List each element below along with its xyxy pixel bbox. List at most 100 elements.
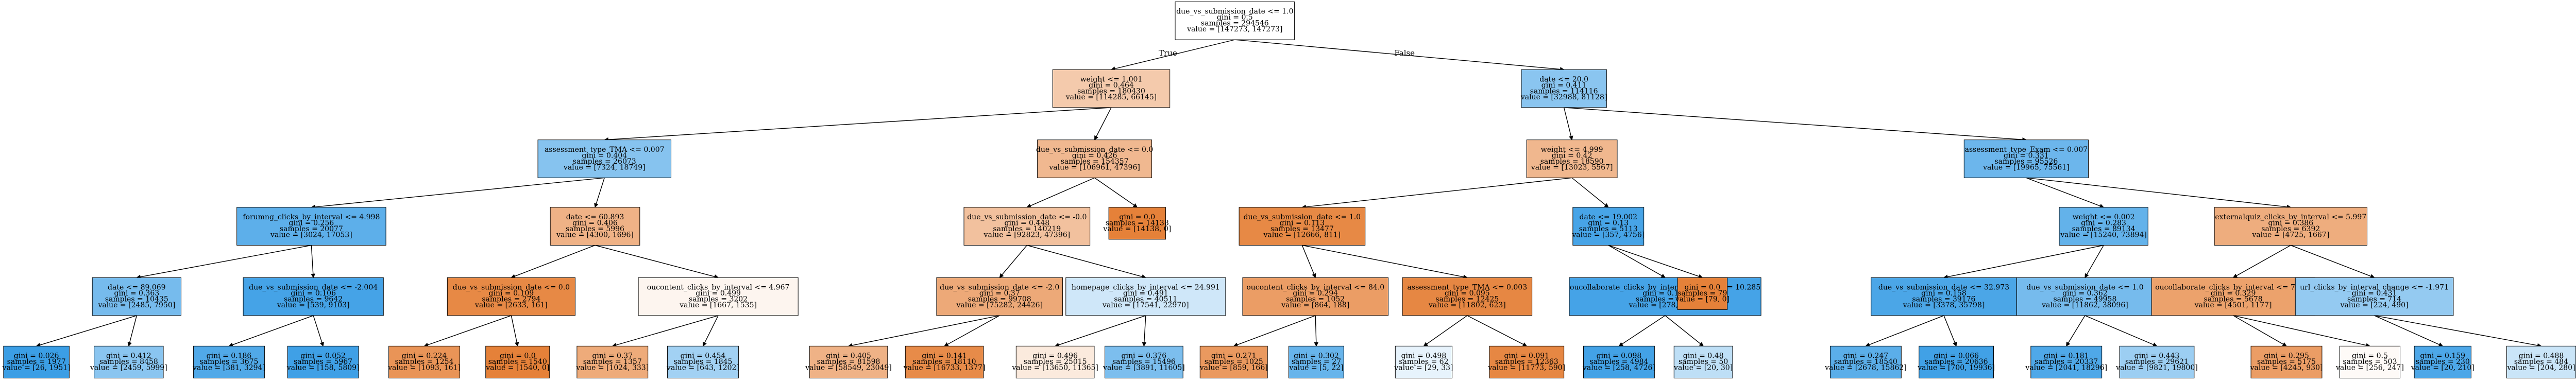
tree-edge xyxy=(704,315,719,343)
node-box xyxy=(2016,277,2154,316)
node-line: gini = 0.405 xyxy=(826,352,871,360)
node-line: gini = 0.376 xyxy=(1122,352,1167,360)
node-line: gini = 0.0 xyxy=(1684,283,1720,291)
node-line: samples = 12425 xyxy=(1435,295,1499,303)
tree-edge xyxy=(2374,315,2440,345)
node-line: gini = 0.186 xyxy=(207,352,252,360)
node-line: gini = 0.498 xyxy=(1401,352,1447,360)
node-line: gini = 0.141 xyxy=(922,352,967,360)
node-line: weight <= 0.002 xyxy=(2073,213,2135,221)
node-box xyxy=(1199,345,1268,378)
node-line: samples = 81598 xyxy=(817,358,880,366)
node-line: gini = 0.426 xyxy=(1072,151,1117,160)
node-line: gini = 0.362 xyxy=(2062,289,2108,298)
tree-node: externalquiz_clicks_by_interval <= 5.997… xyxy=(2214,207,2367,246)
node-line: value = [3024, 17053] xyxy=(270,231,352,239)
node-box xyxy=(667,345,739,378)
node-line: gini = 0.026 xyxy=(14,352,59,360)
node-line: gini = 0.5 xyxy=(1217,13,1253,22)
node-box xyxy=(1175,1,1295,40)
node-line: samples = 503 xyxy=(2343,358,2397,366)
node-line: samples = 13477 xyxy=(1270,225,1334,233)
edge-arrowhead xyxy=(1314,342,1319,347)
tree-edge xyxy=(1608,245,1663,276)
node-box xyxy=(2059,207,2148,246)
node-line: date <= 89.069 xyxy=(108,283,166,291)
node-line: date <= 19.002 xyxy=(1579,213,1637,221)
tree-edge xyxy=(1301,245,1315,275)
tree-edge xyxy=(2291,245,2371,277)
node-line: gini = 0.404 xyxy=(582,151,627,160)
node-line: samples = 8458 xyxy=(99,358,158,366)
tree-edge xyxy=(595,245,715,277)
tree-edge xyxy=(40,315,137,345)
node-line: samples = 2794 xyxy=(482,295,540,303)
node-box xyxy=(1583,345,1655,378)
node-line: samples = 79 xyxy=(1677,289,1727,298)
node-line: gini = 0.412 xyxy=(106,352,151,360)
edge-arrowhead xyxy=(1312,273,1316,278)
node-line: gini = 0.066 xyxy=(1934,352,1979,360)
node-line: oucollaborate_clicks_by_interval <= 7.97… xyxy=(2155,283,2311,291)
tree-edge xyxy=(1030,177,1095,206)
node-box xyxy=(287,345,359,378)
node-box xyxy=(537,140,671,178)
node-box xyxy=(92,277,181,316)
edge-arrowhead xyxy=(2066,341,2071,347)
node-box xyxy=(963,207,1091,246)
node-box xyxy=(388,345,460,378)
tree-node: url_clicks_by_interval_change <= -1.971g… xyxy=(2295,277,2454,316)
tree-edge xyxy=(1094,177,1134,206)
node-line: gini = 0.091 xyxy=(1504,352,1549,360)
node-line: value = [32988, 81128] xyxy=(1520,93,1607,101)
node-line: value = [3378, 35798] xyxy=(1903,301,1985,309)
node-box xyxy=(193,345,265,378)
tree-edge xyxy=(1571,177,1606,205)
node-line: gini = 0.181 xyxy=(2044,352,2089,360)
node-line: samples = 714 xyxy=(2347,295,2401,303)
node-line: samples = 26073 xyxy=(573,158,636,166)
node-line: due_vs_submission_date <= -2.004 xyxy=(249,283,378,291)
node-line: samples = 1357 xyxy=(583,358,642,366)
tree-edge xyxy=(427,315,512,345)
tree-edge xyxy=(1608,245,1700,277)
edge-arrowhead xyxy=(1618,342,1624,346)
edge-arrowhead xyxy=(319,341,324,347)
node-line: samples = 3202 xyxy=(689,295,748,303)
node-line: samples = 18540 xyxy=(1834,358,1897,366)
node-line: value = [2459, 5999] xyxy=(90,363,167,372)
node-line: samples = 4984 xyxy=(1589,358,1648,366)
tree-edge xyxy=(616,315,719,346)
node-line: url_clicks_by_interval_change <= -1.971 xyxy=(2300,283,2449,291)
node-line: date <= 20.0 xyxy=(1539,75,1588,83)
node-line: samples = 140219 xyxy=(993,225,1061,233)
node-line: samples = 29621 xyxy=(2125,358,2189,366)
node-line: date <= 60.893 xyxy=(566,213,624,221)
node-box xyxy=(1677,277,1728,310)
node-line: value = [4501, 1177] xyxy=(2194,301,2272,309)
node-line: value = [204, 280] xyxy=(2507,363,2575,372)
edge-arrowhead xyxy=(1953,341,1957,347)
node-line: value = [859, 166] xyxy=(1199,363,1268,372)
edge-arrowhead xyxy=(2282,342,2287,346)
node-box xyxy=(1526,140,1618,178)
node-line: samples = 62 xyxy=(1399,358,1448,366)
node-line: assessment_type_TMA <= 0.007 xyxy=(545,146,665,154)
node-line: value = [1093, 161] xyxy=(387,363,461,372)
node-line: samples = 5678 xyxy=(2204,295,2263,303)
node-box xyxy=(905,345,984,378)
node-line: gini = 0.443 xyxy=(2134,352,2180,360)
node-box xyxy=(1015,345,1095,378)
node-line: gini = 0.295 xyxy=(2264,352,2309,360)
node-line: samples = 10435 xyxy=(105,295,168,303)
node-line: gini = 0.106 xyxy=(291,289,336,298)
